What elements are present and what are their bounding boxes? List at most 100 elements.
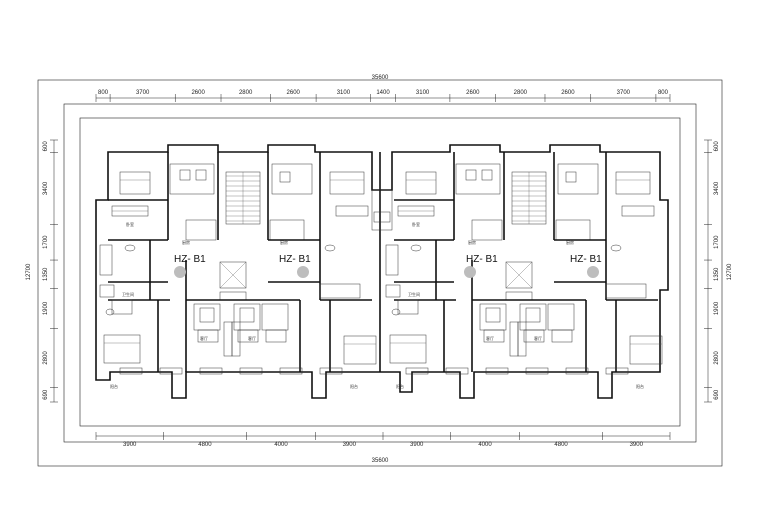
inner-frame-2 (79, 117, 681, 427)
toilet (324, 244, 336, 252)
shaft-vent (373, 211, 391, 223)
room-label-kitchen: 厨房 (468, 239, 476, 245)
room-label-bedroom: 卧室 (126, 221, 134, 227)
fixture (557, 163, 599, 195)
overall-dim-top: 35600 (372, 75, 389, 81)
unit-tag-label-3: HZ- B1 (466, 254, 498, 265)
left-dim-label: 1900 (43, 301, 49, 315)
top-dim-label: 2600 (466, 90, 480, 96)
fixture (465, 169, 477, 181)
top-dim-label: 2800 (239, 90, 253, 96)
basin (391, 308, 401, 316)
fixture (223, 321, 233, 357)
fixture (621, 205, 655, 217)
room-label-balcony: 阳台 (636, 383, 644, 389)
top-dim-label: 3100 (337, 90, 351, 96)
fixture (523, 329, 545, 343)
fixture (629, 335, 663, 365)
overall-dim-bottom: 35600 (372, 458, 389, 464)
fixture (555, 219, 591, 241)
top-dim-label: 3700 (617, 90, 631, 96)
fixture (319, 367, 343, 375)
fixture (385, 284, 401, 298)
room-label-balcony: 阳台 (396, 383, 404, 389)
interior-walls-and-fixtures: 卧室阳台客厅客厅厨房厨房卫生间阳台卧室阳台客厅客厅厨房厨房卫生间阳台 (99, 152, 663, 389)
fixture (605, 367, 629, 375)
fixture (525, 367, 549, 375)
left-dim-label: 690 (43, 389, 49, 400)
bottom-dim-label: 4800 (198, 442, 212, 448)
fixture (195, 169, 207, 181)
bottom-dim-label: 4000 (274, 442, 288, 448)
unit-tag-label-1: HZ- B1 (174, 254, 206, 265)
toilet (410, 244, 422, 252)
left-dim-label: 1350 (43, 267, 49, 281)
fixture (405, 367, 429, 375)
fixture (565, 171, 577, 183)
top-dim-label: 2600 (191, 90, 205, 96)
unit-tag-4: HZ- B1 (570, 254, 602, 278)
fixture (159, 367, 183, 375)
fixture (199, 367, 223, 375)
fixture (239, 367, 263, 375)
fixture (445, 367, 469, 375)
fixture (505, 291, 533, 301)
fixture (99, 284, 115, 298)
unit-tag-marker-1 (174, 266, 186, 278)
unit-tag-3: HZ- B1 (464, 254, 498, 278)
unit-tag-2: HZ- B1 (279, 254, 311, 278)
overall-dim-right: 12700 (727, 263, 733, 280)
fixture (179, 169, 191, 181)
fixture (505, 261, 533, 289)
shaft-box (371, 189, 393, 231)
left-dim-label: 2800 (43, 351, 49, 365)
bottom-dim-label: 4000 (478, 442, 492, 448)
fixture (319, 283, 361, 299)
fixture (99, 244, 113, 276)
detail-line (505, 261, 533, 289)
room-label-kitchen: 厨房 (280, 239, 288, 245)
fixture (483, 329, 505, 343)
fixture (239, 307, 255, 323)
fixture (185, 219, 217, 241)
room-label-kitchen: 厨房 (566, 239, 574, 245)
unit-tag-marker-3 (464, 266, 476, 278)
left-building-half: 卧室阳台客厅客厅厨房厨房卫生间阳台 (99, 152, 377, 389)
fixture (279, 171, 291, 183)
fixture (199, 307, 215, 323)
toilet (610, 244, 622, 252)
top-dim-label: 2800 (514, 90, 528, 96)
room-label-kitchen: 厨房 (182, 239, 190, 245)
fixture (343, 335, 377, 365)
room-label-bathroom: 卫生间 (408, 291, 420, 297)
building-walls (95, 144, 669, 399)
bottom-dim-label: 3900 (410, 442, 424, 448)
right-dim-label: 1900 (714, 301, 720, 315)
left-dim-label: 600 (43, 141, 49, 152)
toilet (124, 244, 136, 252)
room-label-living: 客厅 (248, 335, 256, 341)
fixture (385, 244, 399, 276)
bottom-dim-label: 4800 (554, 442, 568, 448)
fixture (169, 163, 215, 195)
fixture (389, 334, 427, 364)
room-label-balcony: 阳台 (110, 383, 118, 389)
top-dim-label: 800 (98, 90, 109, 96)
basin (105, 308, 115, 316)
fixture (335, 205, 369, 217)
fixture (405, 171, 437, 195)
fixture (329, 171, 365, 195)
fixture (547, 303, 575, 331)
fixture (237, 329, 259, 343)
room-label-living: 客厅 (534, 335, 542, 341)
right-dim-label: 2800 (714, 351, 720, 365)
fixture (265, 329, 287, 343)
fixture (485, 367, 509, 375)
fixture (197, 329, 219, 343)
top-dim-label: 2600 (561, 90, 575, 96)
fixture (103, 334, 141, 364)
top-dim-label: 3100 (416, 90, 430, 96)
